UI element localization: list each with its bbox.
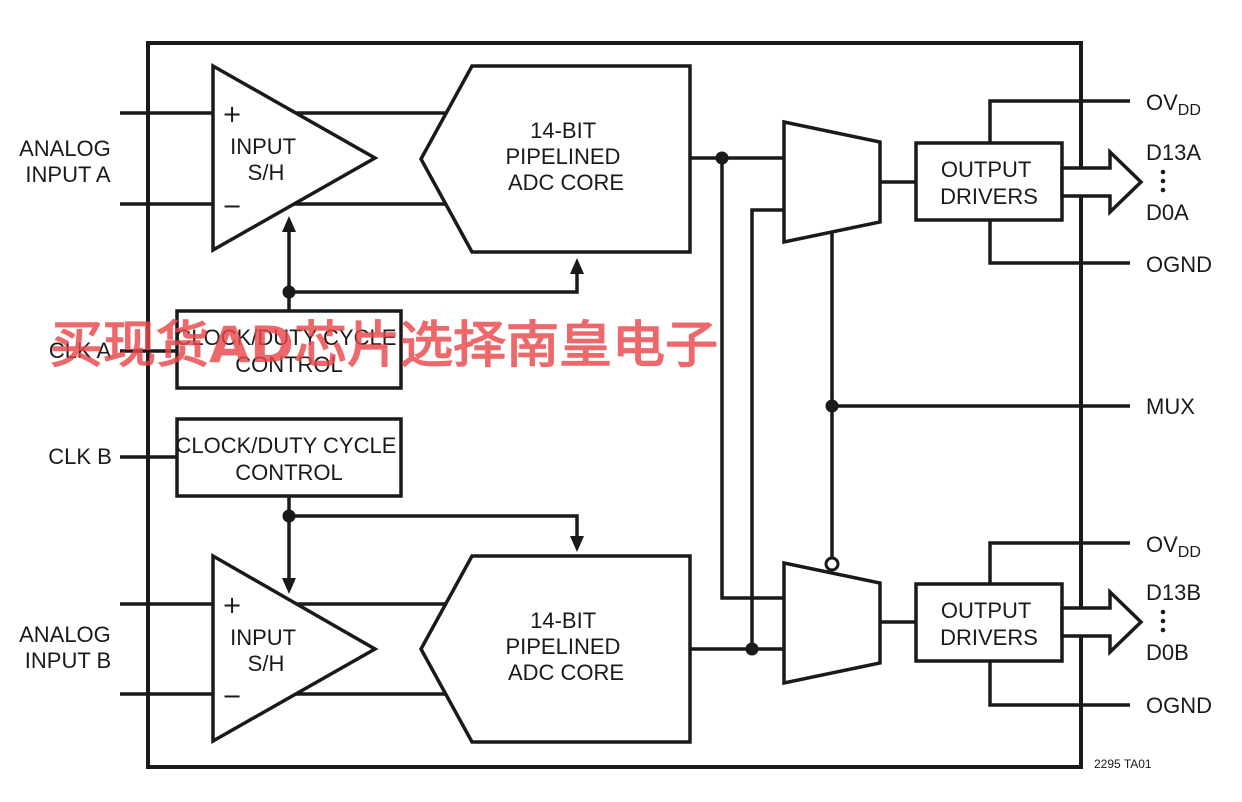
bus-a-ellipsis-dot	[1160, 169, 1166, 175]
ognd-a-label: OGND	[1146, 252, 1212, 277]
bus-a-ellipsis-dot	[1160, 187, 1166, 193]
sh-a-minus: −	[222, 192, 242, 220]
bus-b-ellipsis-dot	[1160, 627, 1166, 633]
clock-control-b	[175, 417, 403, 498]
clock-control-a	[175, 309, 403, 390]
adc-core-a-label: 14-BIT PIPELINED ADC CORE	[505, 118, 626, 195]
clk-a-label: CLK A	[49, 338, 112, 363]
ognd-b-label: OGND	[1146, 693, 1212, 718]
clock-b-junction	[282, 509, 296, 523]
mux-select-junction	[825, 399, 839, 413]
d13a-label: D13A	[1146, 140, 1201, 165]
data-bus-a-arrow	[1060, 147, 1144, 217]
analog-input-b-label: ANALOG INPUT B	[19, 622, 117, 673]
d13b-label: D13B	[1146, 580, 1201, 605]
bus-a-ellipsis-dot	[1160, 178, 1166, 184]
clock-b-sh-arrow	[282, 578, 296, 594]
clock-b-to-adc	[289, 514, 579, 536]
bus-b-ellipsis-dot	[1160, 618, 1166, 624]
ovdd-b-label: OVDD	[1146, 532, 1201, 561]
sh-b-plus: +	[222, 591, 242, 619]
clock-control-b-label: CLOCK/DUTY CYCLE CONTROL	[176, 433, 403, 485]
adc-core-b-label: 14-BIT PIPELINED ADC CORE	[505, 608, 626, 685]
bus-b-ellipsis-dot	[1160, 609, 1166, 615]
sh-a-plus: +	[222, 100, 242, 128]
output-drivers-a	[914, 141, 1064, 222]
clk-b-label: CLK B	[48, 444, 112, 469]
figure-id: 2295 TA01	[1094, 757, 1152, 771]
clock-a-adc-arrow	[570, 258, 584, 274]
sh-a-label: INPUT S/H	[230, 134, 302, 185]
ognd-b-rail	[988, 661, 1130, 707]
ovdd-a-rail	[988, 99, 1130, 143]
adc-a-cross-wire	[720, 158, 784, 600]
clock-a-sh-arrow	[282, 216, 296, 232]
ovdd-b-rail	[988, 541, 1130, 584]
adc-b-output-junction	[745, 642, 759, 656]
data-bus-b-arrow	[1060, 587, 1144, 657]
multiplexer-b	[782, 560, 882, 686]
adc-core-a	[419, 64, 692, 254]
output-drivers-b	[914, 582, 1064, 663]
output-drivers-a-label: OUTPUT DRIVERS	[940, 157, 1038, 209]
analog-input-a-label: ANALOG INPUT A	[19, 136, 117, 187]
adc-a-output-junction	[715, 151, 729, 165]
d0a-label: D0A	[1146, 200, 1189, 225]
clock-b-adc-arrow	[570, 536, 584, 552]
sample-hold-b	[211, 552, 379, 745]
mux-label: MUX	[1146, 394, 1195, 419]
clock-a-to-adc	[289, 274, 579, 294]
clock-a-junction	[282, 285, 296, 299]
multiplexer-a	[782, 119, 882, 245]
multiplexer-b-invert-bubble	[824, 556, 840, 572]
output-drivers-b-label: OUTPUT DRIVERS	[940, 598, 1038, 650]
sample-hold-a	[211, 62, 379, 254]
ovdd-a-label: OVDD	[1146, 90, 1201, 119]
d0b-label: D0B	[1146, 640, 1189, 665]
clock-control-a-label: CLOCK/DUTY CYCLE CONTROL	[176, 325, 403, 377]
ognd-a-rail	[988, 220, 1130, 265]
adc-core-b	[419, 554, 692, 744]
sh-b-minus: −	[222, 682, 242, 710]
adc-b-cross-wire	[750, 208, 784, 649]
watermark-text: 买现货AD芯片选择南皇电子	[50, 316, 718, 374]
sh-b-label: INPUT S/H	[230, 625, 302, 676]
